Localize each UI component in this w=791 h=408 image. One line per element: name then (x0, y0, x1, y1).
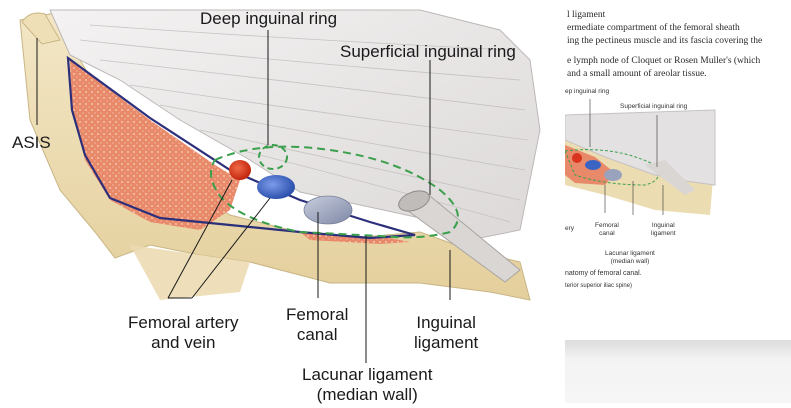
page-text-line-2: ermediate compartment of the femoral she… (567, 23, 740, 33)
thumb-lacunar-line1: Lacunar ligament (605, 250, 655, 258)
femoral-canal-line1: Femoral (286, 305, 348, 325)
label-femoral-artery-vein: Femoral artery and vein (128, 313, 239, 353)
thumb-label-deep-ring: ep inguinal ring (565, 88, 609, 96)
thumb-label-lacunar: Lacunar ligament (median wall) (605, 250, 655, 266)
textbook-page-sheet: l ligament ermediate compartment of the … (565, 0, 791, 340)
thumb-caption-line2: terior superior iliac spine) (565, 282, 632, 290)
thumb-femoral-line1: Femoral (595, 222, 619, 230)
page-text-line-1: l ligament (567, 10, 605, 20)
inguinal-ligament-line1: Inguinal (414, 313, 478, 333)
label-superficial-inguinal-ring: Superficial inguinal ring (340, 42, 516, 62)
femoral-canal-shape (304, 196, 352, 224)
textbook-page: l ligament ermediate compartment of the … (565, 0, 791, 403)
femoral-artery-vein-line2: and vein (128, 333, 239, 353)
lacunar-line1: Lacunar ligament (302, 365, 432, 385)
lacunar-line2: (median wall) (302, 385, 432, 405)
page-shadow (565, 340, 791, 403)
femoral-canal-line2: canal (286, 325, 348, 345)
label-inguinal-ligament: Inguinal ligament (414, 313, 478, 353)
thumb-femoral-line2: canal (595, 230, 619, 238)
page-text-line-4: e lymph node of Cloquet or Rosen Muller'… (567, 56, 760, 66)
thumb-label-superficial-ring: Superficial inguinal ring (620, 103, 687, 111)
thumb-inguinal-line2: ligament (651, 230, 676, 238)
thumb-caption-line1: natomy of femoral canal. (565, 270, 642, 278)
thumb-label-femoral: Femoral canal (595, 222, 619, 238)
thumb-lacunar-line2: (median wall) (605, 258, 655, 266)
femoral-vein (257, 175, 295, 199)
femoral-canal-illustration: Deep inguinal ring Superficial inguinal … (0, 0, 565, 403)
inguinal-ligament-line2: ligament (414, 333, 478, 353)
label-asis: ASIS (12, 133, 51, 153)
femoral-artery-vein-line1: Femoral artery (128, 313, 239, 333)
thumb-label-artery: ery (565, 225, 574, 233)
label-femoral-canal: Femoral canal (286, 305, 348, 345)
label-deep-inguinal-ring: Deep inguinal ring (200, 9, 337, 29)
page-text-line-5: and a small amount of areolar tissue. (567, 69, 707, 79)
page-text-line-3: ing the pectineus muscle and its fascia … (567, 36, 762, 46)
thumb-label-inguinal: Inguinal ligament (651, 222, 676, 238)
thumb-inguinal-line1: Inguinal (651, 222, 676, 230)
femoral-artery (229, 160, 251, 180)
label-lacunar-ligament: Lacunar ligament (median wall) (302, 365, 432, 405)
